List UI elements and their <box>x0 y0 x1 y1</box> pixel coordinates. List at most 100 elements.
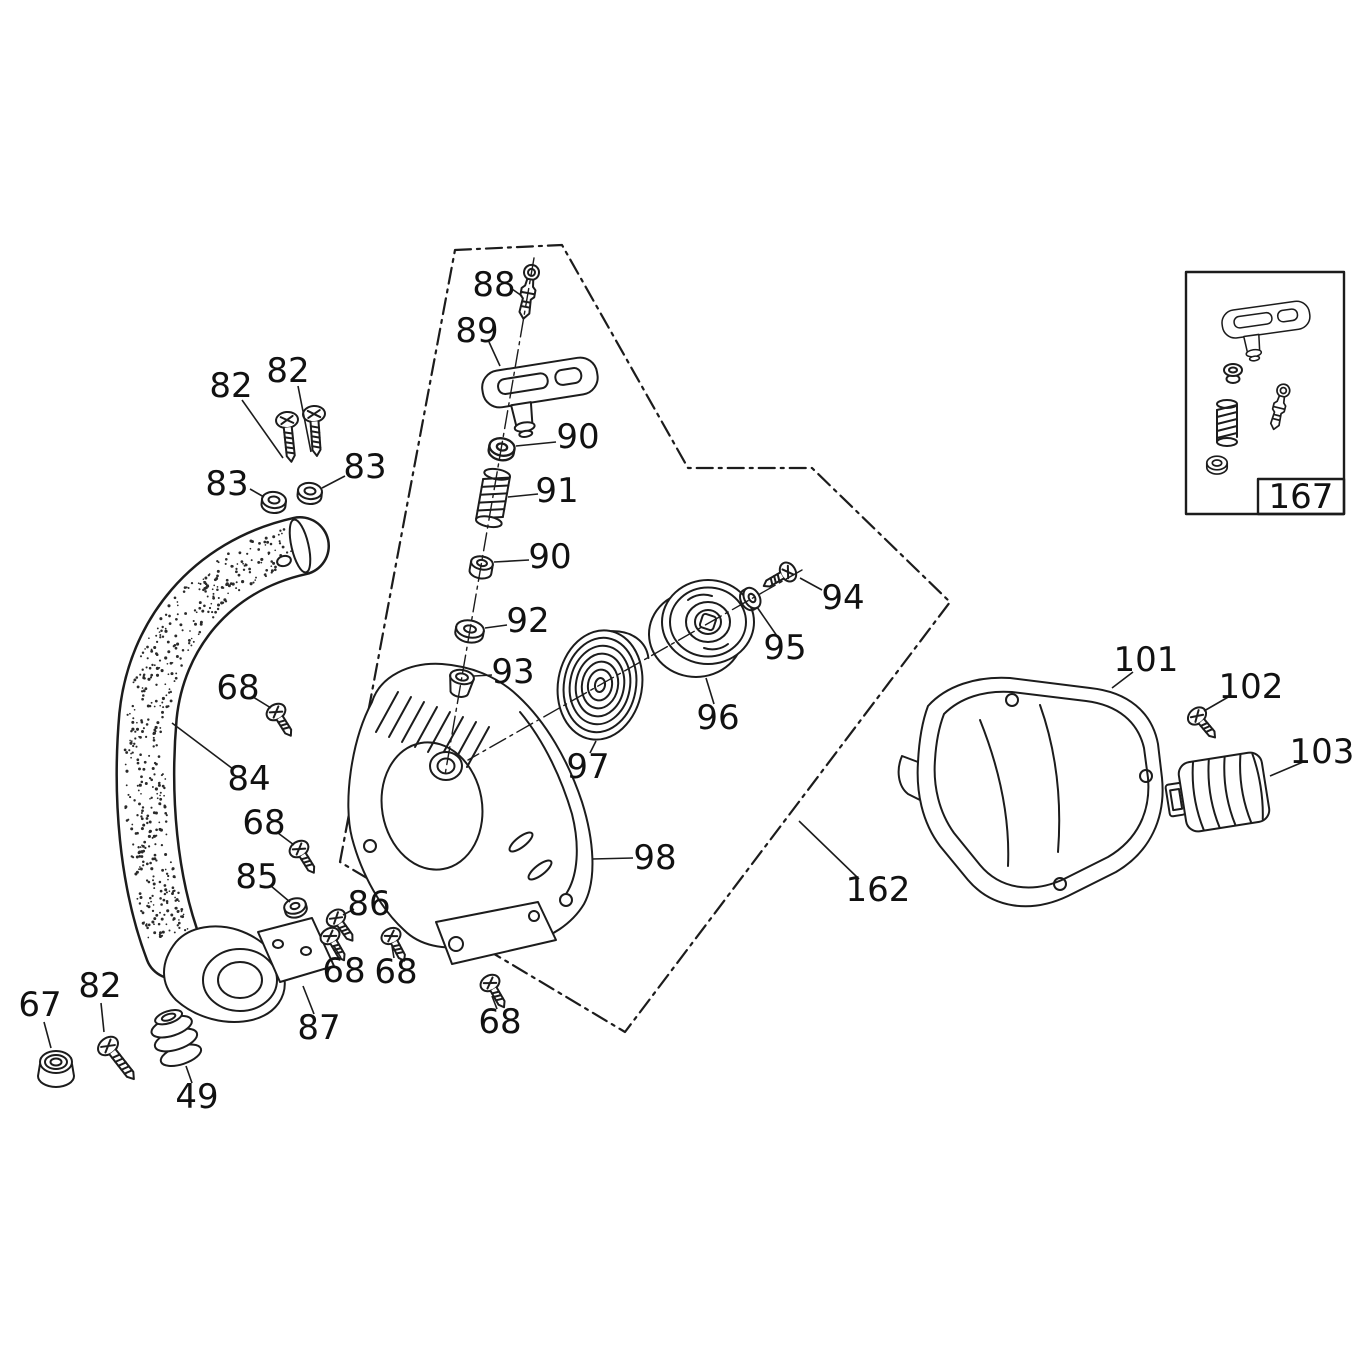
leader-line-68-b <box>277 832 295 846</box>
part-98-starter-housing <box>347 662 594 965</box>
leader-line-93 <box>473 674 493 677</box>
leader-line-89 <box>488 341 501 367</box>
housing-louvers <box>375 691 490 768</box>
leader-line-101 <box>1111 671 1134 689</box>
leader-line-103 <box>1269 761 1304 777</box>
leader-line-90-b <box>493 559 530 563</box>
leader-line-94 <box>799 577 823 591</box>
screw-82-a <box>274 409 304 464</box>
leader-line-68-c <box>333 945 342 959</box>
leader-line-98 <box>591 857 634 860</box>
inset-starter-grip <box>1219 298 1316 366</box>
inset-label-box <box>1256 477 1346 516</box>
screw-94 <box>757 558 801 596</box>
handle-end-opening <box>288 518 312 574</box>
inset-spring <box>1216 399 1238 447</box>
leader-line-67 <box>43 1021 52 1049</box>
part-label-95: 95 <box>763 628 806 668</box>
leader-line-102 <box>1203 695 1231 712</box>
screw-82-c <box>93 1031 144 1087</box>
part-49-buffer <box>150 1009 203 1067</box>
leader-line-82-b <box>297 385 312 453</box>
leader-line-82-c <box>100 1002 105 1033</box>
part-label-102: 102 <box>1219 667 1284 707</box>
leader-line-82-a <box>241 399 284 459</box>
handle-texture-dots <box>123 528 292 939</box>
part-label-85: 85 <box>235 857 278 897</box>
part-label-82-c: 82 <box>78 966 121 1006</box>
part-label-92: 92 <box>506 601 549 641</box>
part-label-86: 86 <box>347 884 390 924</box>
housing-recess <box>380 741 484 871</box>
inset-rope-cap <box>1223 363 1243 384</box>
nut-83-a <box>259 489 288 516</box>
part-label-89: 89 <box>455 311 498 351</box>
housing-boss-2 <box>559 893 573 907</box>
leader-line-68-a <box>252 696 272 709</box>
housing-hub-hole <box>436 757 456 775</box>
leader-line-83-b <box>321 475 346 489</box>
leader-line-162 <box>798 820 860 880</box>
part-label-84: 84 <box>227 759 270 799</box>
leader-line-86 <box>342 908 355 916</box>
part-label-82-b: 82 <box>266 351 309 391</box>
handle-foot-ring-inner <box>217 961 263 999</box>
nut-83-b <box>295 480 324 507</box>
part-87-mount-plate <box>257 917 335 983</box>
screw-102 <box>1183 702 1224 745</box>
housing-vent-2 <box>527 859 553 881</box>
part-label-68-a: 68 <box>216 668 259 708</box>
part-label-49: 49 <box>175 1077 218 1117</box>
part-101-side-cover <box>897 676 1164 908</box>
part-103-bellows <box>1164 751 1271 833</box>
part-67-grommet <box>37 1050 75 1088</box>
part-label-90-b: 90 <box>528 537 571 577</box>
leader-line-95 <box>756 606 778 637</box>
part-label-90-a: 90 <box>556 417 599 457</box>
handle-top-hole <box>276 554 292 568</box>
part-label-68-e: 68 <box>478 1002 521 1042</box>
inset-167 <box>1184 270 1346 516</box>
leader-lines <box>43 288 1304 1084</box>
leader-line-88 <box>511 288 523 297</box>
part-label-162: 162 <box>846 870 911 910</box>
part-label-103: 103 <box>1290 732 1355 772</box>
housing-boss-1 <box>363 839 377 853</box>
part-label-96: 96 <box>696 698 739 738</box>
leader-line-49 <box>185 1065 193 1084</box>
leader-line-92 <box>484 624 508 629</box>
part-label-97: 97 <box>566 747 609 787</box>
housing-outline <box>347 662 594 950</box>
part-label-88: 88 <box>472 265 515 305</box>
part-label-83-a: 83 <box>205 464 248 504</box>
part-label-93: 93 <box>491 652 534 692</box>
leader-line-91 <box>507 493 539 498</box>
part-label-68-b: 68 <box>242 803 285 843</box>
housing-bracket-hole-1 <box>448 936 464 952</box>
part-label-167: 167 <box>1269 477 1334 517</box>
part-label-82-a: 82 <box>209 366 252 406</box>
part-84-front-handle <box>123 518 315 1023</box>
part-label-68-d: 68 <box>374 952 417 992</box>
part-label-98: 98 <box>633 838 676 878</box>
part-label-101: 101 <box>1114 640 1179 680</box>
leader-line-68-d <box>391 945 395 959</box>
housing-vent-1 <box>508 831 534 853</box>
housing-inner-line <box>519 711 578 895</box>
part-96-rope-pulley <box>648 579 755 678</box>
housing-bracket-hole-2 <box>528 910 540 922</box>
housing-hub <box>429 751 463 781</box>
leader-line-96 <box>705 677 715 705</box>
assembly-axis-lines <box>444 257 803 776</box>
leader-line-85 <box>270 885 291 903</box>
inset-rope-guide <box>1266 381 1292 432</box>
part-label-91: 91 <box>535 471 578 511</box>
inset-nut <box>1205 455 1229 475</box>
leader-line-68-e <box>491 995 498 1010</box>
part-label-83-b: 83 <box>343 447 386 487</box>
leader-line-97 <box>589 740 597 754</box>
part-label-68-c: 68 <box>322 951 365 991</box>
part-label-94: 94 <box>821 578 864 618</box>
